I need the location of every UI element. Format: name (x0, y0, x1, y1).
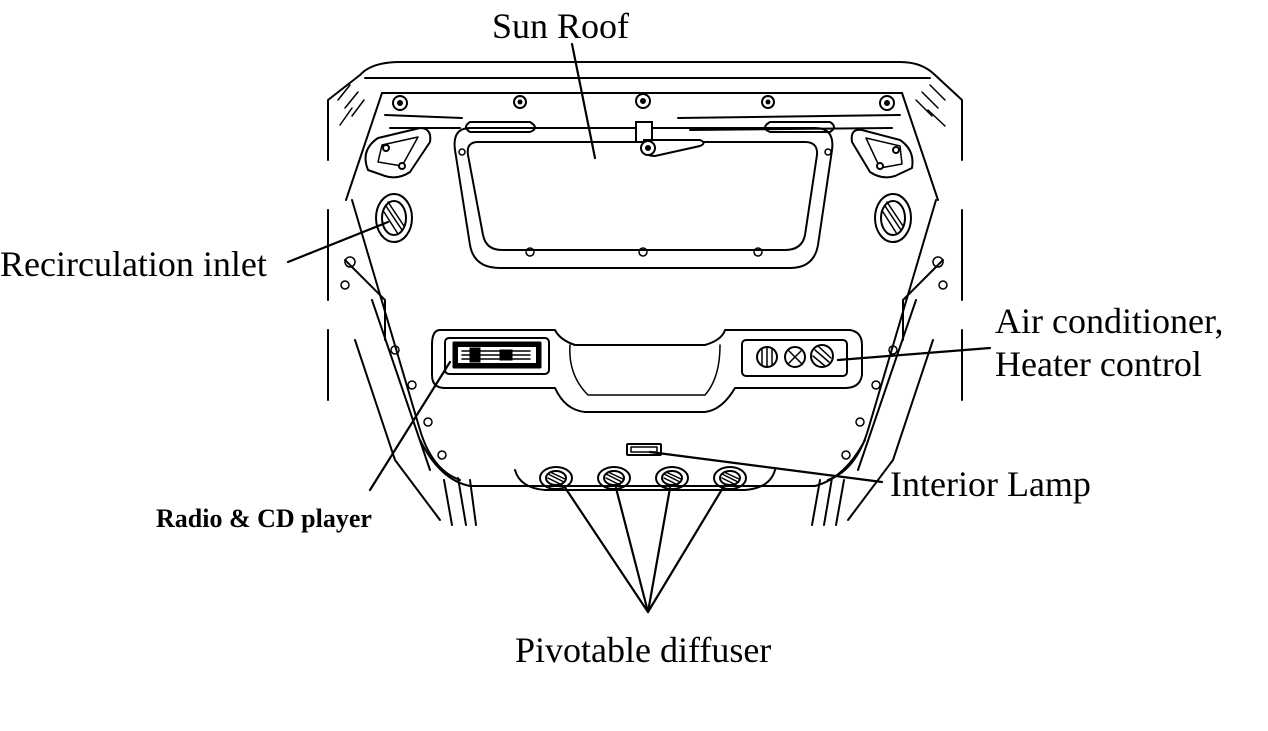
recirculation-inlets (375, 193, 912, 243)
leader-hvac-control (836, 346, 992, 362)
diffuser-2 (597, 466, 631, 490)
label-sun-roof: Sun Roof (492, 6, 630, 46)
leader-sun-roof (570, 42, 597, 160)
leader-radio-cd (368, 360, 452, 492)
roof-frame (327, 61, 963, 201)
diffuser-4 (713, 466, 747, 490)
leader-diffuser-2 (614, 486, 650, 614)
label-ac-line1: Air conditioner, (995, 301, 1224, 341)
leader-recirculation-inlet (286, 220, 390, 264)
label-interior-lamp: Interior Lamp (890, 464, 1091, 504)
overhead-console (419, 329, 866, 491)
side-trim (327, 199, 963, 526)
pivotable-diffusers (539, 466, 747, 490)
label-radio-cd-player: Radio & CD player (156, 504, 372, 533)
hvac-control-unit (741, 339, 848, 377)
leader-diffuser-3 (646, 486, 672, 614)
radio-cd-player-unit (444, 337, 550, 375)
leader-diffuser-4 (646, 484, 726, 614)
sun-roof-latch (635, 121, 705, 158)
interior-lamp-unit (626, 443, 662, 456)
speaker-grilles (364, 127, 914, 179)
screw-heads (392, 93, 895, 111)
leader-interior-lamp (648, 450, 884, 484)
label-recirculation-inlet: Recirculation inlet (0, 244, 267, 284)
label-pivotable-diffuser: Pivotable diffuser (515, 630, 772, 670)
diffuser-1 (539, 466, 573, 490)
label-ac-line2: Heater control (995, 344, 1202, 384)
leader-lines (286, 42, 992, 614)
sun-roof-panel (453, 121, 835, 269)
leader-diffuser-1 (562, 484, 650, 614)
diffuser-3 (655, 466, 689, 490)
